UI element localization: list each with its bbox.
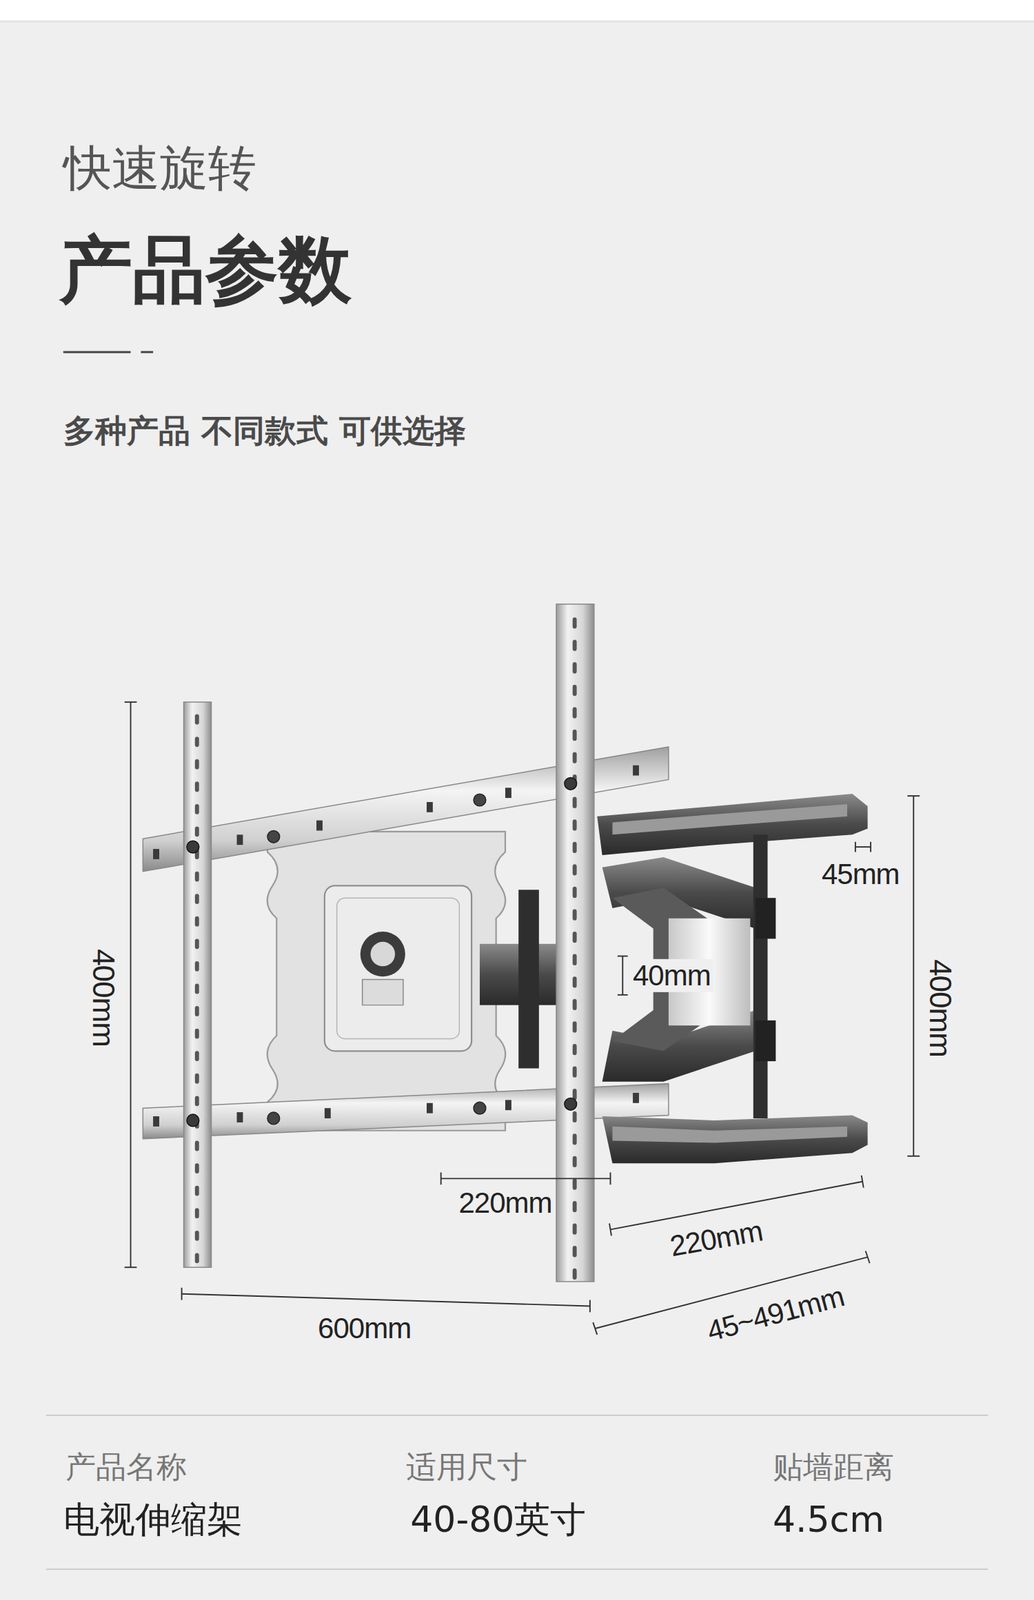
dimension-label: 220mm: [458, 1187, 552, 1221]
dimension-label: 400mm: [922, 959, 958, 1058]
table-header: 适用尺寸: [406, 1450, 528, 1486]
table-cell: 40-80英寸: [410, 1499, 586, 1542]
dimension-label: 40mm: [630, 958, 714, 992]
dimension-label: 45~491mm: [703, 1280, 848, 1350]
dimension-label: 600mm: [317, 1312, 411, 1346]
dimension-label: 45mm: [821, 858, 900, 892]
table-cell: 4.5cm: [772, 1499, 885, 1542]
subtitle: 多种产品 不同款式 可供选择: [63, 412, 466, 449]
dimension-label: 400mm: [85, 949, 121, 1048]
dimension-label: 220mm: [667, 1214, 766, 1264]
section-kicker: 快速旋转: [63, 140, 257, 197]
table-header: 产品名称: [65, 1450, 187, 1486]
table-header: 贴墙距离: [772, 1450, 895, 1486]
page-title: 产品参数: [59, 228, 352, 313]
table-cell: 电视伸缩架: [63, 1499, 243, 1542]
